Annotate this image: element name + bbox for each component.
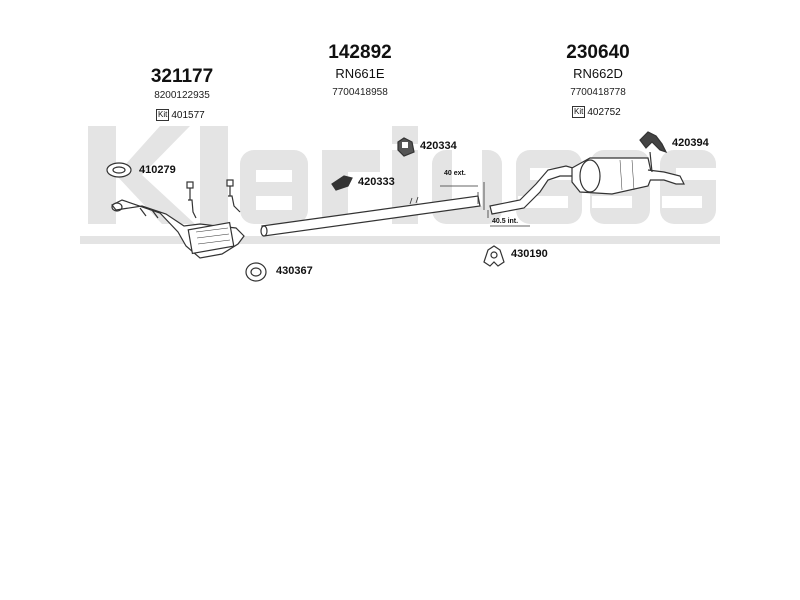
- kit-badge: Kit: [572, 106, 586, 118]
- kit-reference: Kit 402752: [572, 106, 621, 118]
- gasket-ring-410279: [106, 162, 132, 178]
- kit-badge: Kit: [156, 109, 170, 121]
- oe-number: 8200122935: [154, 90, 210, 101]
- part-number-230640: 230640: [566, 42, 630, 63]
- clamp-430367: [245, 262, 267, 282]
- callout-430367: 430367: [276, 265, 313, 277]
- part-number-142892: 142892: [328, 42, 392, 63]
- callout-420333: 420333: [358, 176, 395, 188]
- part-reference: RN662D: [573, 66, 623, 81]
- kit-reference: Kit 401577: [156, 109, 205, 121]
- part-reference: RN661E: [335, 66, 385, 81]
- centre-pipe: [261, 195, 481, 237]
- kit-number: 402752: [587, 106, 621, 118]
- lambda-sensor-2: [228, 186, 241, 213]
- callout-420334: 420334: [420, 140, 457, 152]
- lambda-sensor-1: [188, 188, 197, 219]
- callout-410279: 410279: [139, 164, 176, 176]
- hanger-420333: [331, 175, 353, 191]
- bracket-420394: [639, 131, 668, 154]
- oe-number: 7700418958: [332, 87, 388, 98]
- oe-number: 7700418778: [570, 87, 626, 98]
- part-number-321177: 321177: [150, 66, 214, 87]
- kit-number: 401577: [171, 109, 205, 121]
- dimension-ext: 40 ext.: [444, 170, 466, 177]
- callout-430190: 430190: [511, 248, 548, 260]
- callout-420394: 420394: [672, 137, 709, 149]
- dimension-int: 40.5 int.: [492, 218, 519, 225]
